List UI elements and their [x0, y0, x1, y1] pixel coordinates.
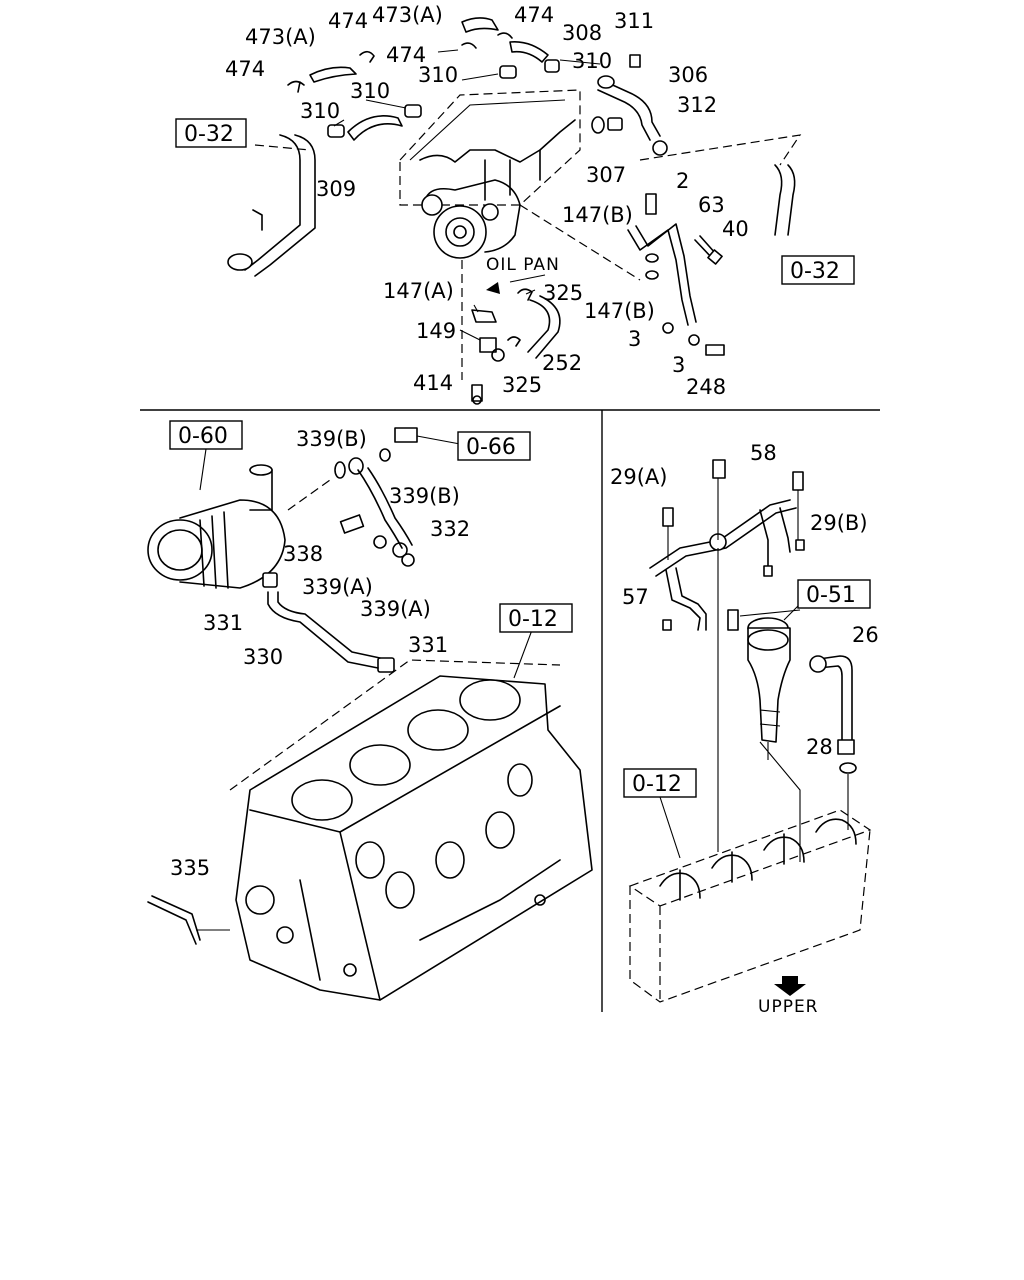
label-3-a: 3	[628, 327, 641, 351]
label-474-mid: 474	[328, 9, 368, 33]
label-309: 309	[316, 177, 356, 201]
ref-box-012-left: 0-12	[499, 603, 573, 633]
label-325-a: 325	[543, 281, 583, 305]
ref-box-060: 0-60	[169, 420, 243, 491]
label-248: 248	[686, 375, 726, 399]
label-330: 330	[243, 645, 283, 669]
upper-label: UPPER	[758, 997, 819, 1017]
label-58: 58	[750, 441, 777, 465]
label-414: 414	[413, 371, 453, 395]
label-28: 28	[806, 735, 833, 759]
label-40: 40	[722, 217, 749, 241]
label-332: 332	[430, 517, 470, 541]
label-474-top: 474	[514, 3, 554, 27]
svg-text:0-12: 0-12	[632, 772, 682, 797]
label-325-b: 325	[502, 373, 542, 397]
label-252: 252	[542, 351, 582, 375]
label-474-left: 474	[225, 57, 265, 81]
label-149: 149	[416, 319, 456, 343]
pump-assembly	[147, 464, 331, 589]
label-339b-a: 339(B)	[296, 427, 367, 451]
label-310-b: 310	[418, 63, 458, 87]
top-section-drawing	[227, 17, 802, 405]
bottom-right-labels: 58 29(A) 29(B) 57 26 28 UPPER	[610, 441, 879, 1017]
label-310-c: 310	[350, 79, 390, 103]
label-147b-a: 147(B)	[562, 203, 633, 227]
label-147a: 147(A)	[383, 279, 454, 303]
oil-pan-arrow-icon	[486, 282, 500, 294]
label-474-mid2: 474	[386, 43, 426, 67]
oil-pan-label: OIL PAN	[486, 255, 560, 275]
svg-text:0-66: 0-66	[466, 435, 516, 460]
upper-arrow-icon	[774, 976, 806, 996]
label-339a-b: 339(A)	[360, 597, 431, 621]
ref-box-032-right: 0-32	[781, 255, 855, 285]
label-312: 312	[677, 93, 717, 117]
label-57: 57	[622, 585, 649, 609]
label-3-b: 3	[672, 353, 685, 377]
label-29a: 29(A)	[610, 465, 667, 489]
cylinder-block	[229, 659, 593, 1001]
label-63: 63	[698, 193, 725, 217]
label-339b-b: 339(B)	[389, 484, 460, 508]
label-26: 26	[852, 623, 879, 647]
label-308: 308	[562, 21, 602, 45]
label-311: 311	[614, 9, 654, 33]
label-307: 307	[586, 163, 626, 187]
water-pump-housing	[421, 179, 521, 259]
top-labels: 473(A) 474 308 311 473(A) 474 474 474 31…	[225, 3, 749, 399]
ref-box-066: 0-66	[457, 431, 531, 461]
label-473a-left: 473(A)	[245, 25, 316, 49]
bottom-right-drawing	[628, 459, 872, 1003]
block-lower-half	[628, 809, 872, 1003]
ref-box-012-right: 0-12	[623, 768, 697, 859]
svg-text:0-32: 0-32	[790, 259, 840, 284]
label-2: 2	[676, 169, 689, 193]
label-335: 335	[170, 856, 210, 880]
label-306: 306	[668, 63, 708, 87]
svg-text:0-12: 0-12	[508, 607, 558, 632]
bottom-left-drawing	[147, 427, 593, 1001]
ref-box-051: 0-51	[797, 579, 871, 609]
svg-text:0-51: 0-51	[806, 583, 856, 608]
label-147b-b: 147(B)	[584, 299, 655, 323]
label-310-a: 310	[572, 49, 612, 73]
label-473a-top: 473(A)	[372, 3, 443, 27]
oil-filter	[747, 617, 791, 743]
label-331-a: 331	[203, 611, 243, 635]
svg-text:0-32: 0-32	[184, 122, 234, 147]
label-339a-a: 339(A)	[302, 575, 373, 599]
label-310-d: 310	[300, 99, 340, 123]
ref-box-032-left: 0-32	[175, 118, 247, 148]
label-338: 338	[283, 542, 323, 566]
svg-text:0-60: 0-60	[178, 424, 228, 449]
label-29b: 29(B)	[810, 511, 868, 535]
label-331-b: 331	[408, 633, 448, 657]
bottom-left-labels: 339(B) 339(B) 332 338 339(A) 339(A) 331 …	[170, 427, 470, 880]
